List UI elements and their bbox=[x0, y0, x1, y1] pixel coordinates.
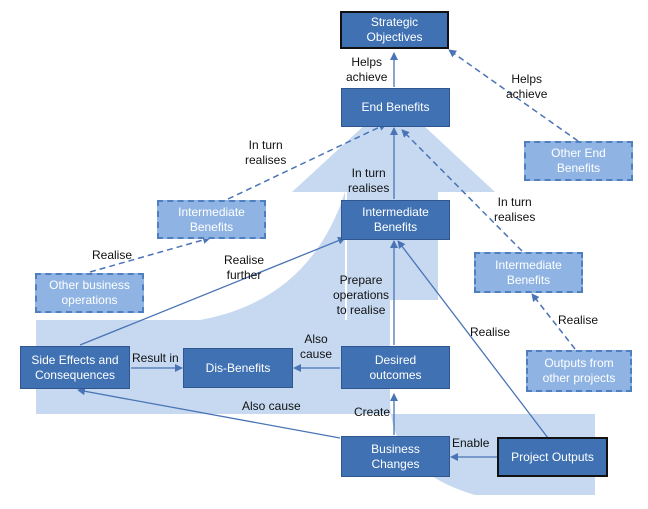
dashed-other-ops-to-left-intermediate bbox=[89, 236, 211, 273]
arrow-side-effects-to-intermediate bbox=[79, 236, 346, 346]
dashed-right-intermediate-to-end bbox=[401, 129, 523, 252]
label-in-turn-realises-right: In turn realises bbox=[494, 195, 536, 224]
intermediate-benefits-main-box: Intermediate Benefits bbox=[341, 200, 450, 240]
label-realise-center: Realise bbox=[470, 325, 511, 339]
business-changes-box: Business Changes bbox=[341, 436, 450, 477]
label-enable: Enable bbox=[452, 436, 490, 450]
label-result-in: Result in bbox=[132, 351, 179, 365]
end-benefits-label: End Benefits bbox=[361, 100, 430, 114]
label-create: Create bbox=[354, 405, 391, 419]
label-realise-further: Realise further bbox=[224, 253, 265, 282]
outputs-other-projects-label: Outputs from other projects bbox=[542, 356, 616, 385]
background-arrow-shape bbox=[36, 98, 595, 495]
label-helps-achieve-left: Helps achieve bbox=[346, 55, 388, 84]
dashed-left-intermediate-to-end bbox=[227, 123, 387, 200]
intermediate-benefits-left-label: Intermediate Benefits bbox=[178, 204, 245, 234]
label-realise-left: Realise bbox=[92, 248, 133, 262]
label-in-turn-realises-center: In turn realises bbox=[348, 166, 390, 195]
dashed-outputs-to-right-intermediate bbox=[531, 293, 576, 350]
project-outputs-box: Project Outputs bbox=[497, 437, 608, 477]
label-also-cause-top: Also cause bbox=[300, 332, 333, 361]
dis-benefits-box: Dis-Benefits bbox=[183, 348, 293, 388]
dashed-other-end-to-objectives bbox=[448, 49, 579, 142]
desired-outcomes-box: Desired outcomes bbox=[341, 346, 450, 389]
arrow-project-to-intermediate bbox=[397, 240, 549, 439]
desired-outcomes-label: Desired outcomes bbox=[369, 352, 422, 382]
label-helps-achieve-right: Helps achieve bbox=[506, 72, 548, 101]
side-effects-label: Side Effects and Consequences bbox=[31, 352, 119, 382]
intermediate-benefits-main-label: Intermediate Benefits bbox=[362, 205, 429, 234]
label-also-cause-bottom: Also cause bbox=[242, 399, 301, 413]
intermediate-benefits-right-label: Intermediate Benefits bbox=[495, 257, 562, 287]
intermediate-benefits-left-box: Intermediate Benefits bbox=[157, 200, 266, 239]
intermediate-benefits-right-box: Intermediate Benefits bbox=[474, 252, 583, 293]
end-benefits-box: End Benefits bbox=[341, 88, 450, 127]
label-realise-right: Realise bbox=[558, 313, 599, 327]
label-prepare-operations: Prepare operations to realise bbox=[333, 273, 390, 317]
other-end-benefits-box: Other End Benefits bbox=[524, 141, 633, 181]
other-end-benefits-label: Other End Benefits bbox=[551, 146, 606, 175]
outputs-other-projects-box: Outputs from other projects bbox=[526, 350, 632, 392]
side-effects-box: Side Effects and Consequences bbox=[20, 346, 130, 389]
label-in-turn-realises-left: In turn realises bbox=[245, 138, 287, 167]
dis-benefits-label: Dis-Benefits bbox=[205, 360, 271, 375]
arrow-changes-to-side bbox=[77, 387, 341, 439]
project-outputs-label: Project Outputs bbox=[511, 449, 594, 464]
other-business-operations-label: Other business operations bbox=[49, 278, 130, 307]
strategic-objectives-label: Strategic Objectives bbox=[366, 15, 423, 44]
other-business-operations-box: Other business operations bbox=[35, 273, 144, 313]
business-changes-label: Business Changes bbox=[371, 441, 420, 471]
strategic-objectives-box: Strategic Objectives bbox=[340, 11, 449, 49]
